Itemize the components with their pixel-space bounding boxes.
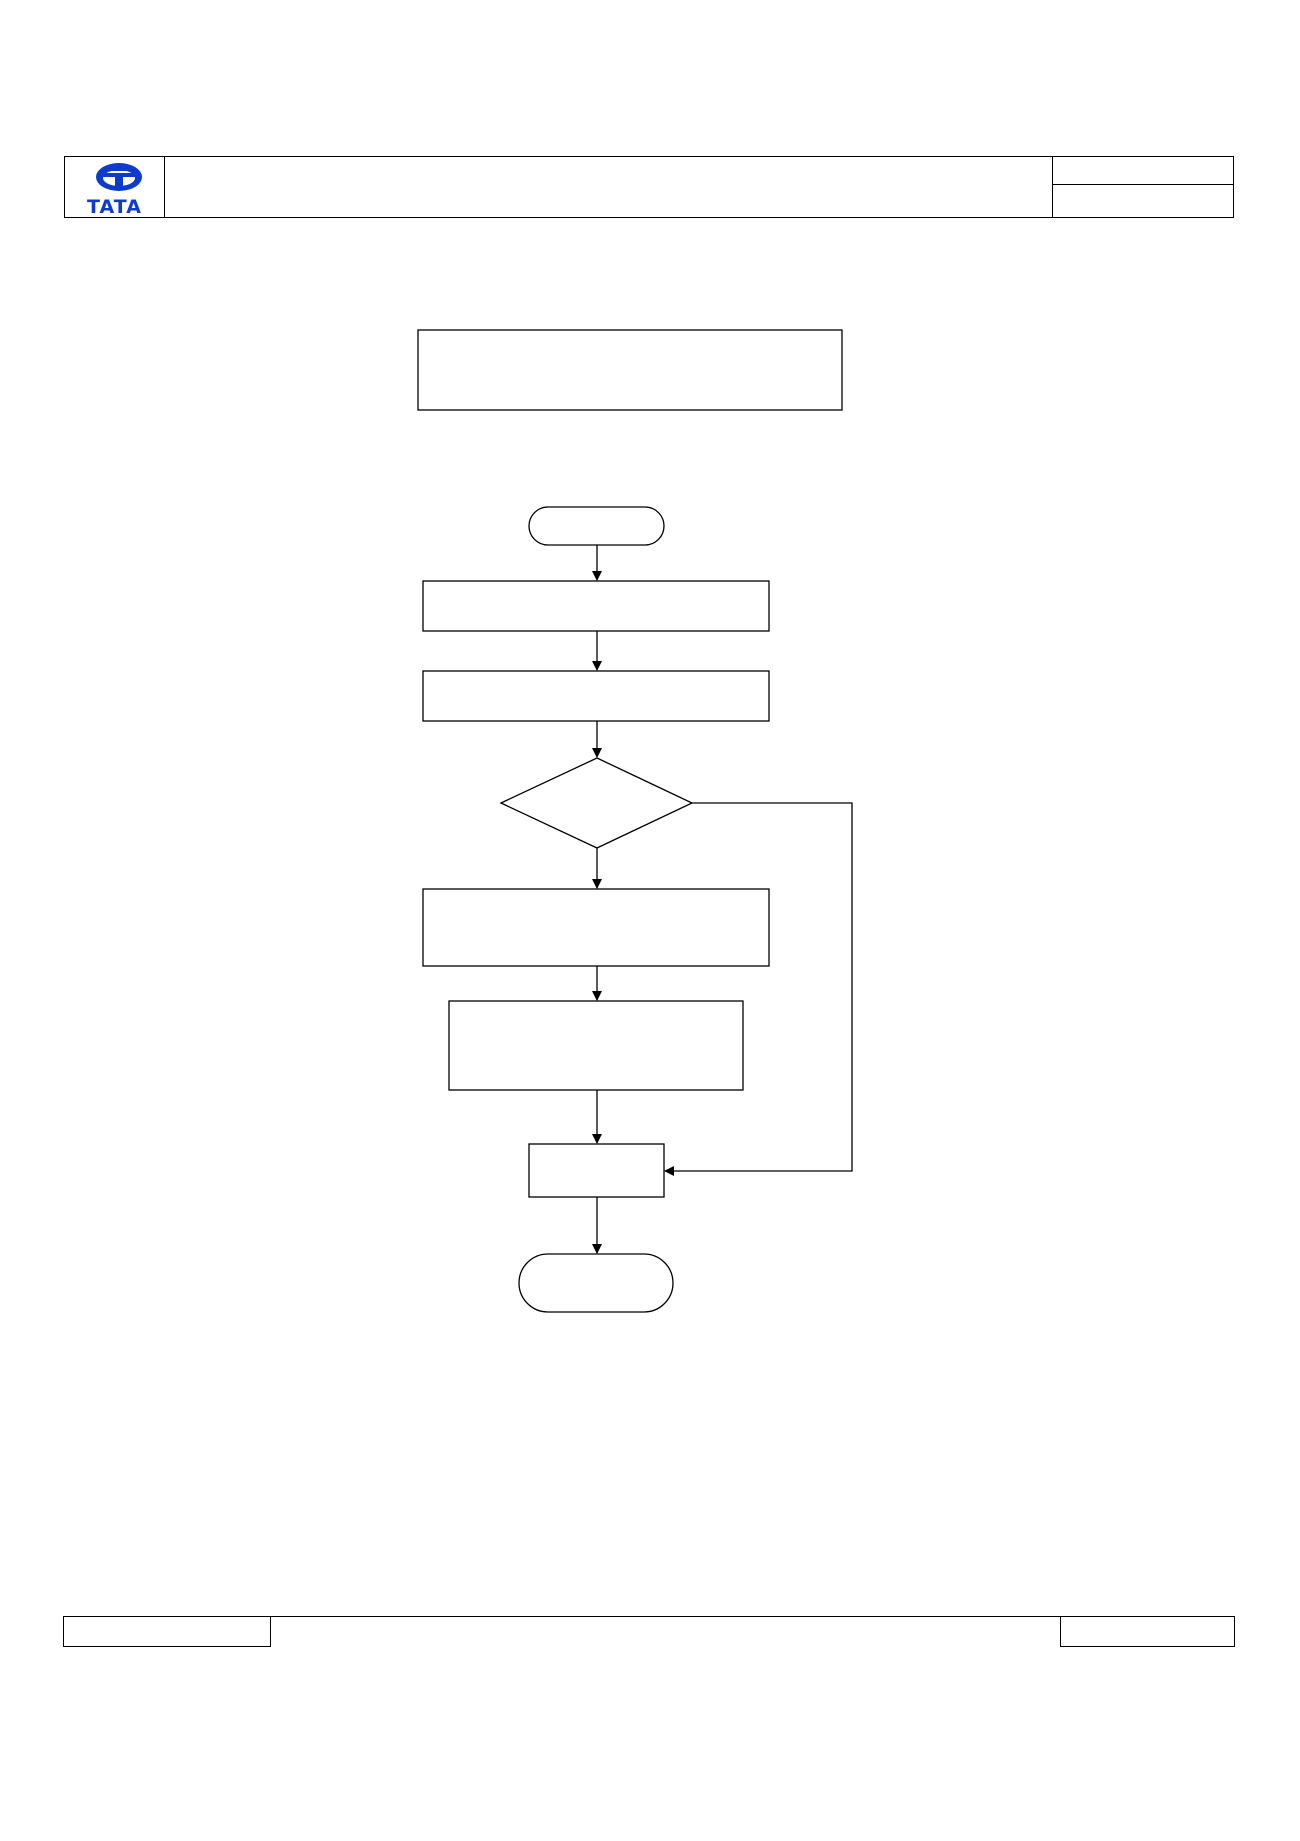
- decision-text: [530, 785, 664, 821]
- header-table: [64, 156, 1234, 218]
- step1-text: [423, 581, 769, 631]
- flowchart-title-box: [417, 329, 843, 411]
- process-step-3: [422, 888, 770, 967]
- step2-text: [423, 671, 769, 721]
- header-ref-cell: [1052, 156, 1234, 218]
- end-text: [519, 1254, 673, 1312]
- step5-text: [529, 1144, 664, 1197]
- tata-logo-icon: [96, 163, 142, 191]
- process-step-1: [422, 580, 770, 632]
- footer-left-text: [63, 1616, 271, 1647]
- logo-cell: [64, 156, 165, 218]
- footer-left-cell: [63, 1616, 271, 1647]
- end-terminator: [518, 1253, 674, 1313]
- footer-right-cell: [1060, 1616, 1235, 1647]
- logo-wordmark: TATA: [87, 196, 142, 218]
- header-ref-divider: [1052, 184, 1234, 185]
- footer-middle-text: [271, 1616, 1060, 1647]
- process-step-2: [422, 670, 770, 722]
- step4-text: [449, 1001, 743, 1090]
- footer-right-text: [1060, 1616, 1235, 1647]
- bypass-connector: [664, 802, 853, 1176]
- footer-rule: [270, 1616, 1060, 1617]
- flowchart-title-text: [418, 330, 842, 410]
- process-step-4: [448, 1000, 744, 1091]
- step3-text: [423, 889, 769, 966]
- start-text: [529, 507, 664, 545]
